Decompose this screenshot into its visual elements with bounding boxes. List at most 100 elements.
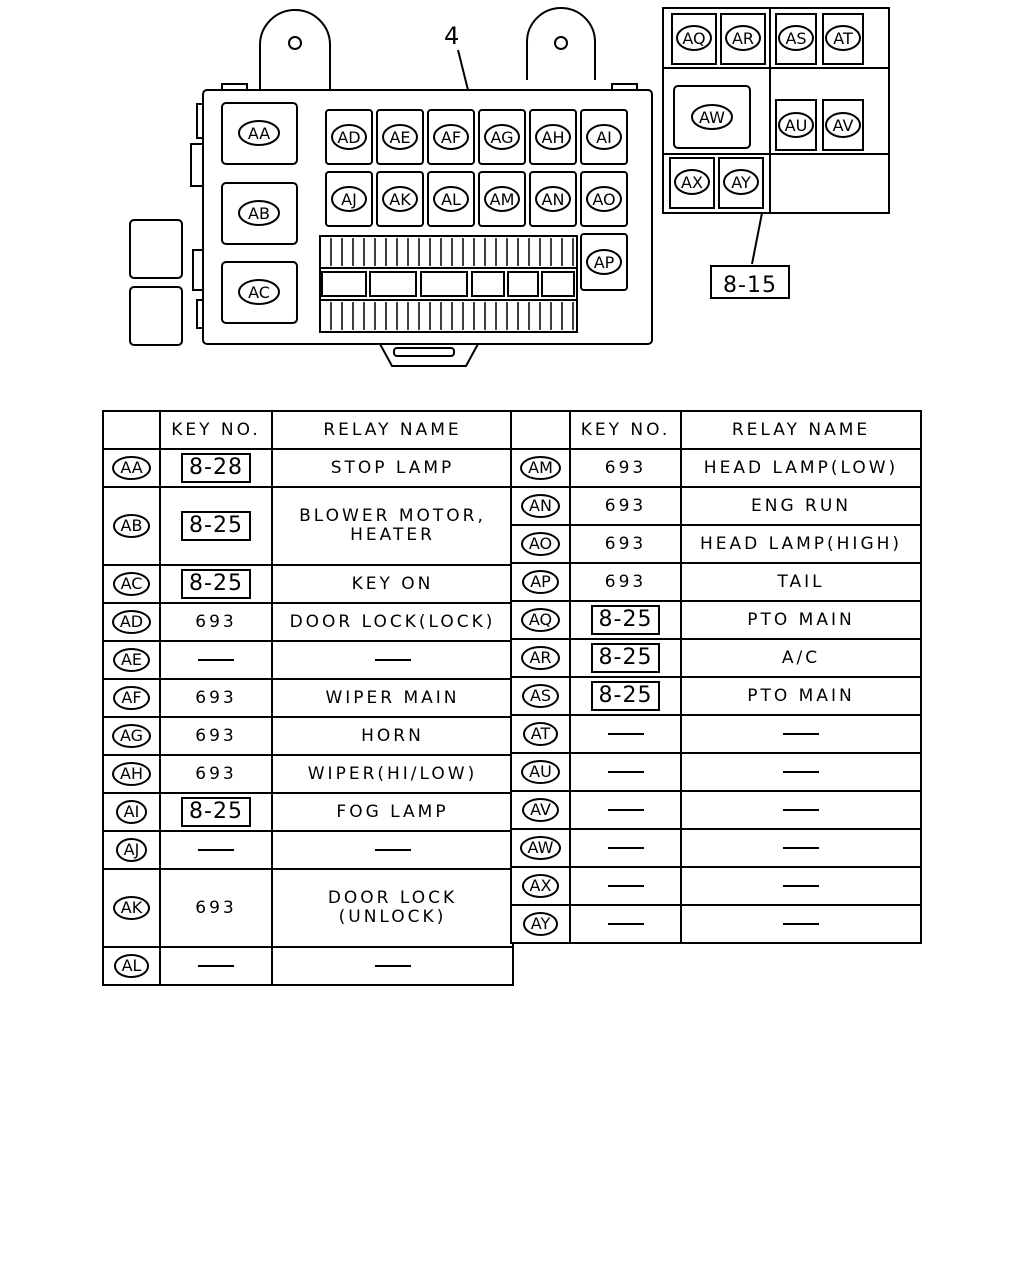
relay-label-text: AT xyxy=(833,29,853,48)
relay-label-text: AR xyxy=(732,29,754,48)
relay-label-ar: AR xyxy=(725,25,761,51)
header-code xyxy=(102,410,161,450)
relay-name-cell: WIPER MAIN xyxy=(271,678,514,718)
key-no-value: 8-28 xyxy=(181,453,251,483)
relay-label-text: AY xyxy=(731,173,751,192)
relay-code-cell: AY xyxy=(510,904,571,944)
empty-dash xyxy=(783,923,819,925)
table-row: AW xyxy=(510,828,922,868)
relay-code-cell: AU xyxy=(510,752,571,792)
relay-code-oval: AK xyxy=(112,896,151,920)
relay-name-value: KEY ON xyxy=(351,574,434,594)
relay-code-cell: AH xyxy=(102,754,161,794)
table-row: AU xyxy=(510,752,922,792)
table-row: AM 693 HEAD LAMP(LOW) xyxy=(510,448,922,488)
key-no-cell xyxy=(159,640,273,680)
relay-code-oval: AO xyxy=(520,532,561,556)
housing-tab xyxy=(611,83,638,91)
relay-code-cell: AC xyxy=(102,564,161,604)
relay-code-oval: AC xyxy=(112,572,151,596)
callout-4: 4 xyxy=(444,22,459,50)
key-no-value: 693 xyxy=(604,458,647,478)
empty-dash xyxy=(607,885,644,887)
empty-dash xyxy=(198,965,234,967)
key-no-cell xyxy=(569,752,682,792)
relay-label-text: AV xyxy=(833,116,854,135)
relay-code-cell: AJ xyxy=(102,830,161,870)
relay-label-ai: AI xyxy=(586,124,622,150)
relay-code-cell: AS xyxy=(510,676,571,716)
key-no-cell: 8-25 xyxy=(569,600,682,640)
relay-code-oval: AM xyxy=(520,456,561,480)
key-no-value: 8-25 xyxy=(590,643,661,673)
housing-clip xyxy=(192,249,203,291)
side-connector xyxy=(129,219,183,279)
relay-name-cell xyxy=(680,714,922,754)
relay-label-at: AT xyxy=(825,25,861,51)
relay-name-cell: KEY ON xyxy=(271,564,514,604)
relay-label-ap: AP xyxy=(586,249,622,275)
relay-label-text: AU xyxy=(785,116,808,135)
relay-label-as: AS xyxy=(778,25,814,51)
key-no-cell xyxy=(569,790,682,830)
relay-code-cell: AX xyxy=(510,866,571,906)
key-no-value: 693 xyxy=(195,612,237,632)
housing-bottom-clip xyxy=(379,343,479,367)
key-no-value: 8-25 xyxy=(181,797,251,827)
housing-tab xyxy=(221,83,248,91)
key-no-value: 693 xyxy=(195,726,237,746)
relay-name-cell: DOOR LOCK(LOCK) xyxy=(271,602,514,642)
relay-name-value: HEAD LAMP(LOW) xyxy=(703,458,899,478)
relay-code-cell: AE xyxy=(102,640,161,680)
key-no-cell: 693 xyxy=(569,524,682,564)
housing-bottom-slot xyxy=(393,347,455,357)
header-code xyxy=(510,410,571,450)
empty-dash xyxy=(607,847,644,849)
relay-name-cell: BLOWER MOTOR,HEATER xyxy=(271,486,514,566)
key-no-cell xyxy=(569,866,682,906)
relay-code-cell: AV xyxy=(510,790,571,830)
key-no-cell: 8-25 xyxy=(159,792,273,832)
relay-name-value: PTO MAIN xyxy=(747,610,855,630)
header-relay-name: RELAY NAME xyxy=(271,410,514,450)
relay-name-cell xyxy=(271,946,514,986)
key-no-value: 8-25 xyxy=(181,511,251,541)
relay-name-cell: WIPER(HI/LOW) xyxy=(271,754,514,794)
relay-label-aj: AJ xyxy=(331,186,367,212)
relay-label-text: AQ xyxy=(682,29,705,48)
relay-label-aq: AQ xyxy=(676,25,712,51)
relay-label-text: AO xyxy=(592,190,615,209)
relay-slot-ac xyxy=(221,261,298,324)
header-relay-name: RELAY NAME xyxy=(680,410,922,450)
relay-name-cell: PTO MAIN xyxy=(680,676,922,716)
empty-dash xyxy=(607,733,644,735)
empty-dash xyxy=(374,965,411,967)
mount-hole-left xyxy=(288,36,302,50)
relay-name-cell xyxy=(680,828,922,868)
empty-dash xyxy=(783,885,819,887)
relay-label-aw: AW xyxy=(691,104,733,130)
relay-code-oval: AN xyxy=(521,494,560,518)
relay-name-line2: HEATER xyxy=(350,525,435,545)
relay-name-value: A/C xyxy=(781,648,821,668)
key-no-cell: 8-25 xyxy=(159,564,273,604)
relay-name-cell: STOP LAMP xyxy=(271,448,514,488)
relay-label-au: AU xyxy=(778,112,814,138)
relay-label-ax: AX xyxy=(674,169,710,195)
relay-name-line1: DOOR LOCK xyxy=(327,888,458,908)
relay-name-cell: DOOR LOCK(UNLOCK) xyxy=(271,868,514,948)
relay-name-cell: A/C xyxy=(680,638,922,678)
empty-dash xyxy=(783,771,819,773)
relay-code-oval: AI xyxy=(115,800,148,824)
relay-name-cell: HEAD LAMP(HIGH) xyxy=(680,524,922,564)
relay-label-text: AW xyxy=(699,108,725,127)
key-no-cell: 8-25 xyxy=(159,486,273,566)
key-no-cell: 693 xyxy=(159,868,273,948)
relay-label-aa: AA xyxy=(238,120,280,146)
relay-label-ae: AE xyxy=(382,124,418,150)
relay-label-ag: AG xyxy=(484,124,520,150)
relay-code-cell: AN xyxy=(510,486,571,526)
